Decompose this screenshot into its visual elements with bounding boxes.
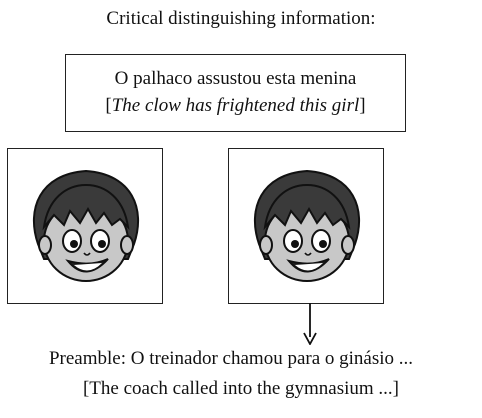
down-arrow-icon [303, 303, 317, 345]
right-face-frame [228, 148, 384, 304]
sentence-portuguese: O palhaco assustou esta menina [114, 68, 357, 89]
sentence-english: The clow has frightened this girl [111, 95, 360, 116]
girl-face-icon [254, 169, 360, 282]
preamble-english: [The coach called into the gymnasium ...… [82, 378, 400, 399]
sentence-english-line: [The clow has frightened this girl] [105, 95, 366, 116]
left-face-frame [7, 148, 163, 304]
target-sentence-box: O palhaco assustou esta menina [The clow… [65, 54, 406, 132]
preamble-portuguese: Preamble: O treinador chamou para o giná… [48, 348, 414, 369]
diagram-heading: Critical distinguishing information: [106, 8, 376, 29]
girl-face-icon [33, 169, 139, 282]
